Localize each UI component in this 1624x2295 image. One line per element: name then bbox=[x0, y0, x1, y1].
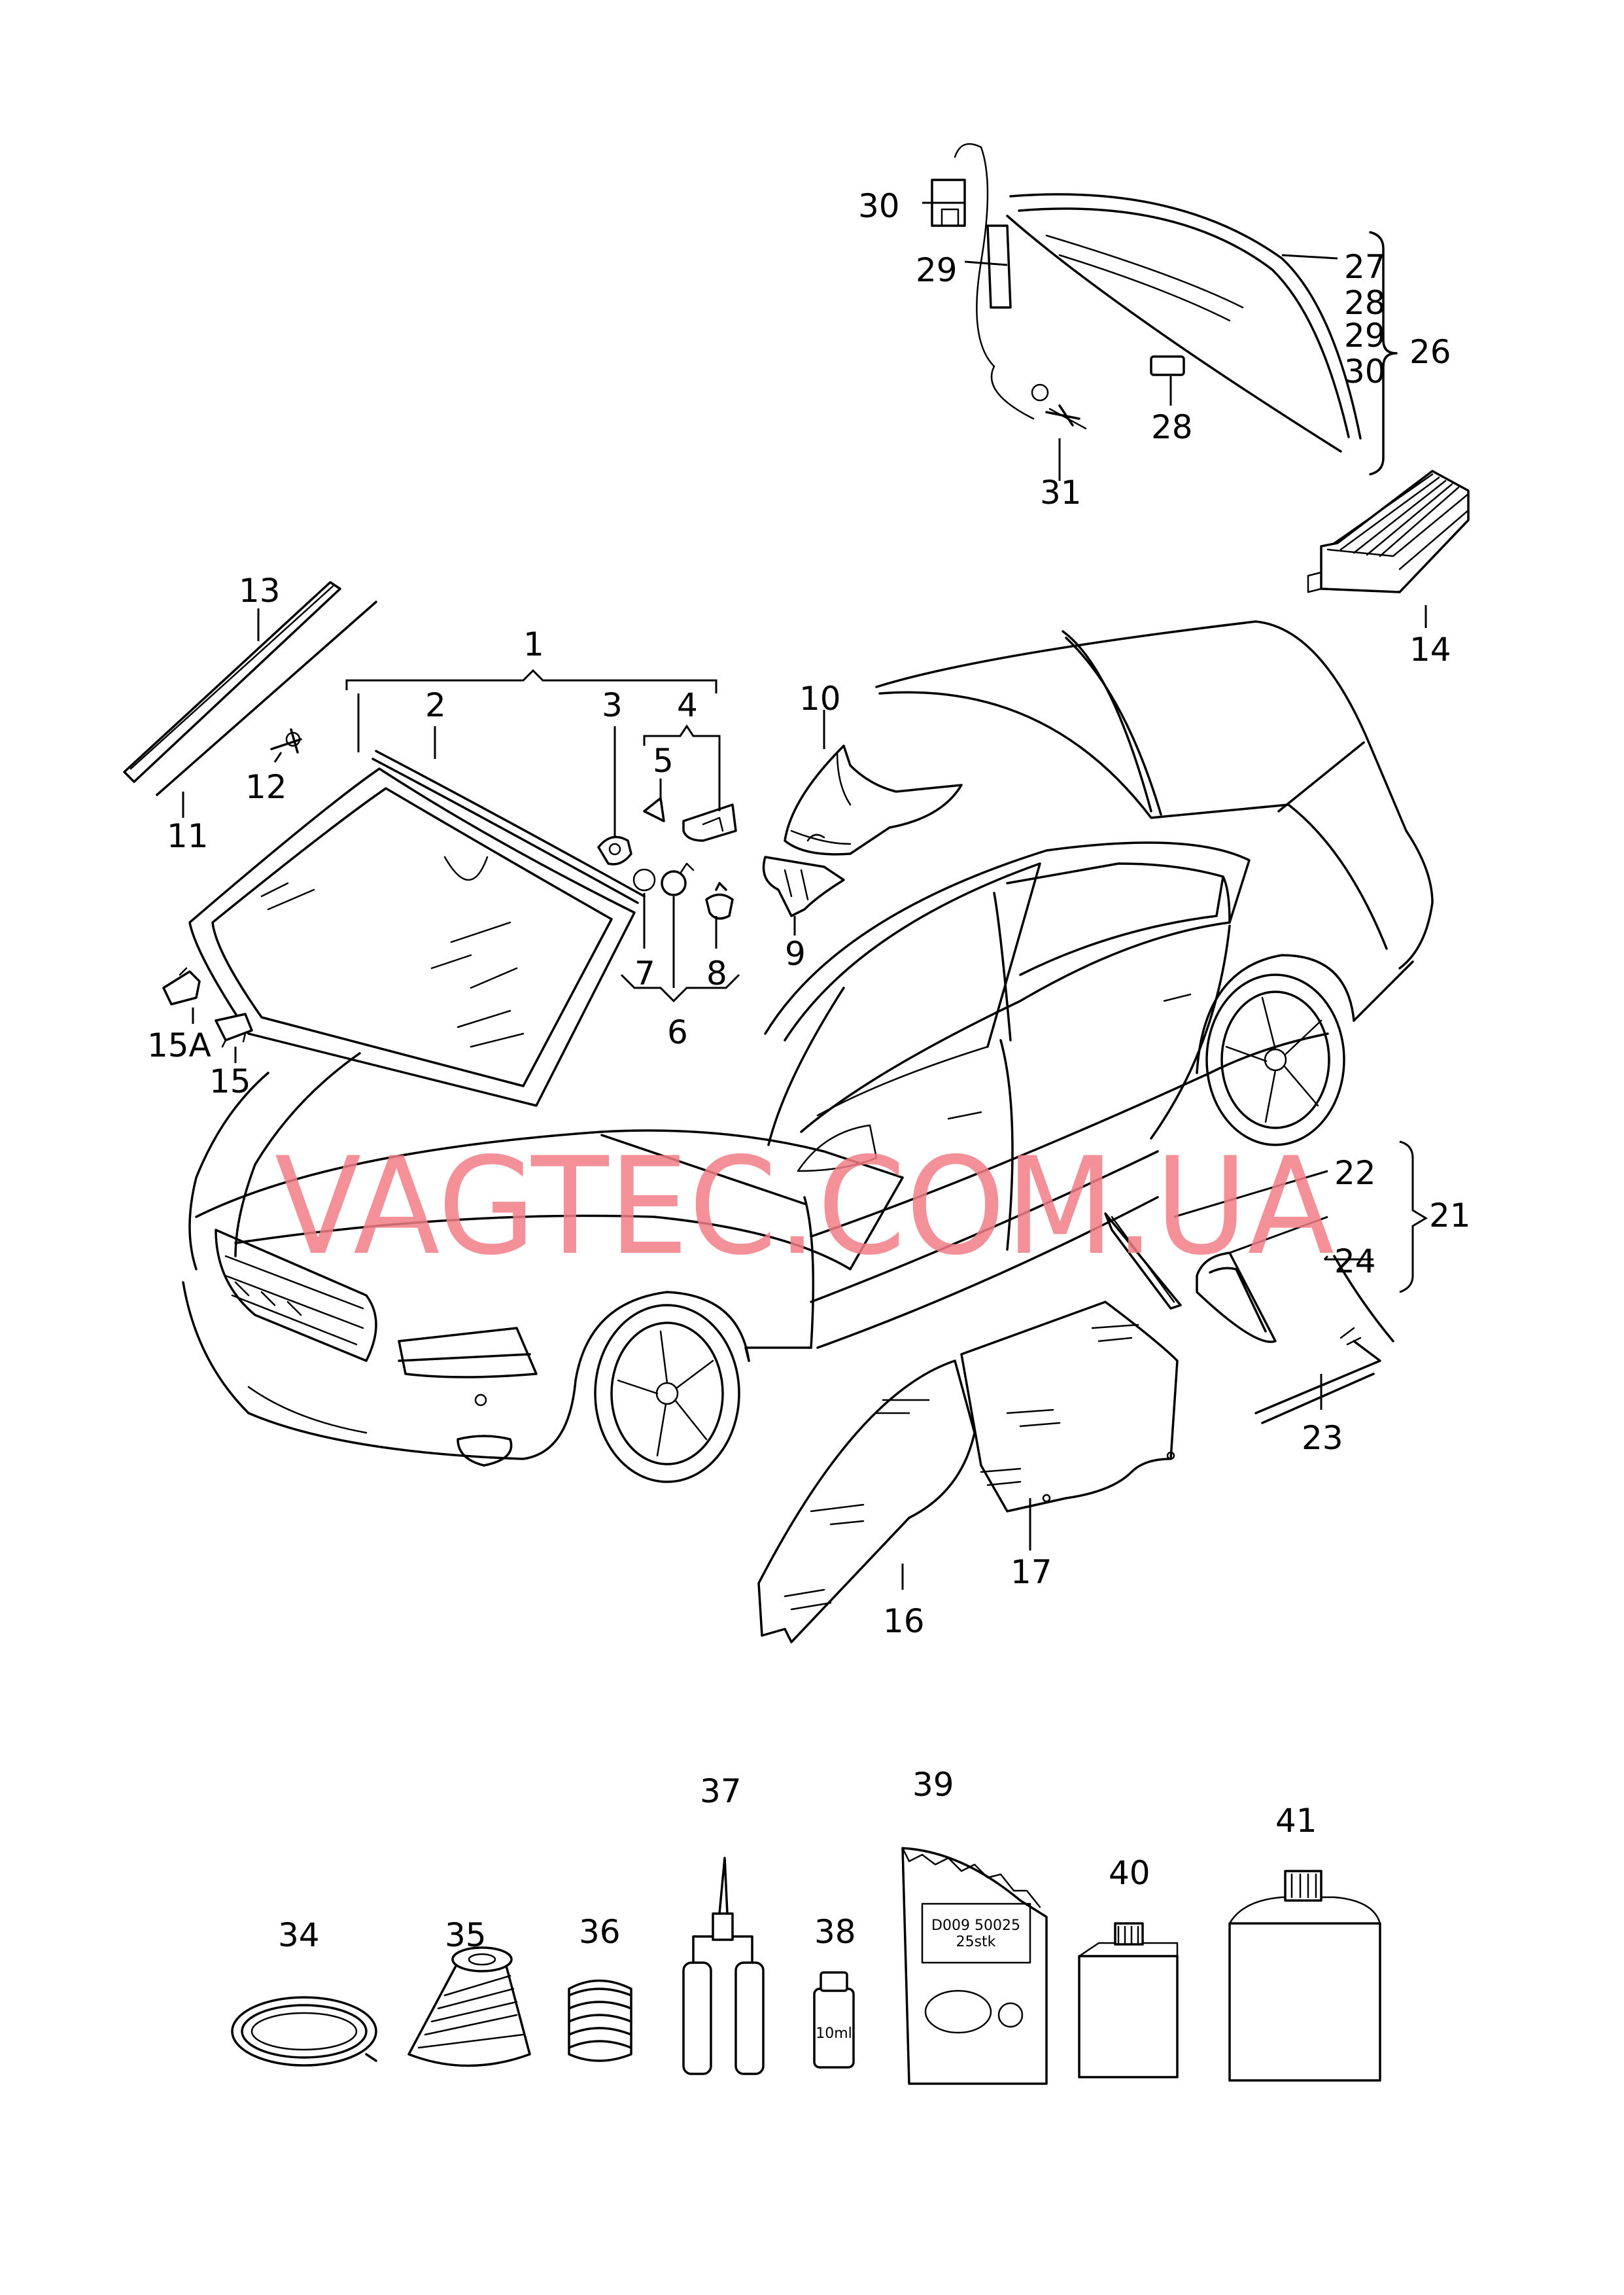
sensor-clips bbox=[597, 797, 737, 920]
callout-4: 4 bbox=[677, 686, 698, 724]
callout-28-list: 28 bbox=[1344, 284, 1386, 322]
leader-lines bbox=[182, 201, 1428, 1590]
car-body bbox=[182, 620, 1434, 1483]
callout-37: 37 bbox=[700, 1772, 742, 1810]
callout-22: 22 bbox=[1334, 1154, 1376, 1192]
callout-3: 3 bbox=[602, 686, 623, 724]
watermark: VAGTEC.COM.UA bbox=[275, 1129, 1334, 1285]
callout-2: 2 bbox=[425, 686, 446, 724]
callout-10: 10 bbox=[799, 680, 841, 718]
callout-39: 39 bbox=[912, 1766, 954, 1804]
callout-numbers: 30 29 27 28 29 30 26 28 31 14 13 1 2 3 4… bbox=[147, 187, 1471, 1954]
roof-trim-strips bbox=[123, 581, 377, 796]
bottle-volume-label: 10ml bbox=[816, 2025, 852, 2042]
callout-21: 21 bbox=[1429, 1197, 1471, 1235]
callout-11: 11 bbox=[167, 817, 209, 855]
callout-1: 1 bbox=[523, 625, 544, 663]
quarter-window bbox=[1104, 1212, 1394, 1424]
callout-23: 23 bbox=[1302, 1419, 1343, 1457]
callout-34: 34 bbox=[278, 1916, 320, 1954]
callout-40: 40 bbox=[1109, 1854, 1150, 1892]
callout-14: 14 bbox=[1409, 631, 1451, 669]
callout-41: 41 bbox=[1275, 1802, 1317, 1840]
callout-24: 24 bbox=[1334, 1242, 1376, 1280]
accessory-products: 10ml D009 50025 25stk bbox=[231, 1847, 1381, 2085]
callout-29-strip: 29 bbox=[916, 251, 958, 289]
callout-15a: 15A bbox=[147, 1026, 211, 1064]
callout-30-connector: 30 bbox=[858, 187, 900, 225]
windshield-clips bbox=[162, 967, 253, 1048]
rear-window-assembly bbox=[931, 143, 1398, 476]
callout-30-list: 30 bbox=[1344, 353, 1386, 391]
callout-7: 7 bbox=[634, 955, 655, 992]
callout-26: 26 bbox=[1409, 333, 1451, 371]
callout-28-clip: 28 bbox=[1151, 408, 1193, 446]
mirror-cover bbox=[762, 745, 963, 917]
callout-17: 17 bbox=[1011, 1553, 1052, 1591]
callout-36: 36 bbox=[579, 1913, 621, 1951]
door-glasses bbox=[757, 1301, 1179, 1643]
callout-5: 5 bbox=[653, 742, 674, 780]
callout-29-list: 29 bbox=[1344, 317, 1386, 355]
callout-8: 8 bbox=[706, 955, 727, 992]
callout-35: 35 bbox=[445, 1916, 487, 1954]
windshield bbox=[188, 750, 646, 1107]
callout-6: 6 bbox=[667, 1013, 688, 1051]
control-module bbox=[1307, 470, 1470, 593]
callout-31: 31 bbox=[1040, 474, 1082, 512]
callout-15: 15 bbox=[209, 1062, 251, 1100]
callout-16: 16 bbox=[883, 1602, 925, 1640]
callout-9: 9 bbox=[785, 935, 806, 973]
callout-13: 13 bbox=[239, 572, 281, 610]
callout-12: 12 bbox=[245, 768, 287, 806]
callout-27: 27 bbox=[1344, 248, 1386, 286]
bag-code-line1: D009 50025 bbox=[931, 1918, 1020, 1934]
bag-code-line2: 25stk bbox=[956, 1934, 996, 1950]
callout-38: 38 bbox=[814, 1913, 856, 1951]
